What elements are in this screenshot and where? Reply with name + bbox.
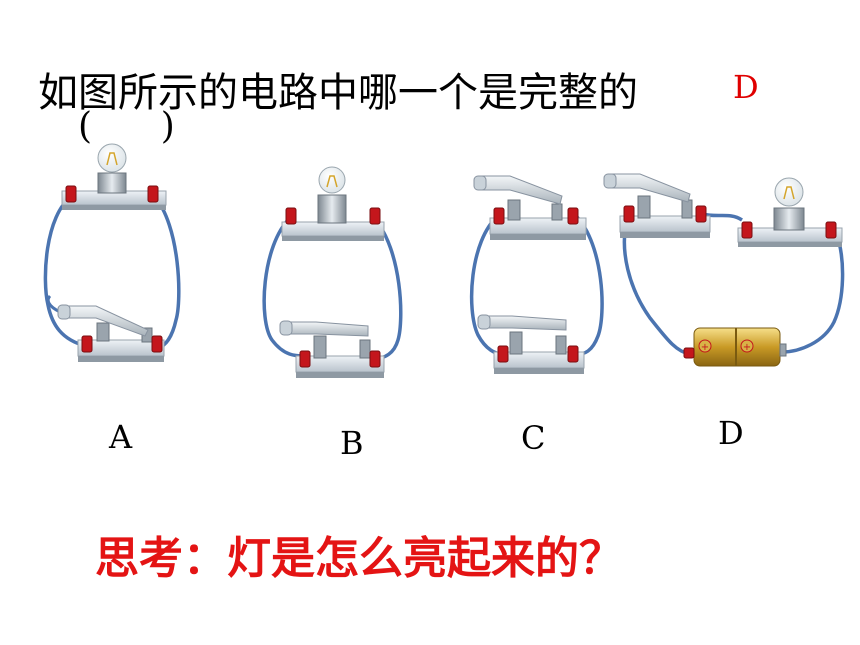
- svg-text:+: +: [743, 342, 751, 353]
- switch-lever: [287, 321, 369, 337]
- bulb-icon: [774, 177, 804, 207]
- wire: [43, 194, 87, 348]
- terminal-icon: [151, 335, 163, 353]
- bulb-icon: [318, 166, 346, 194]
- option-label-a: A: [109, 418, 133, 456]
- terminal-icon: [369, 207, 381, 225]
- question-text: 如图所示的电路中哪一个是完整的: [38, 70, 638, 116]
- option-label-d: D: [718, 414, 744, 452]
- terminal-icon: [369, 350, 381, 368]
- terminal-icon: [285, 207, 297, 225]
- terminal-icon: [623, 205, 635, 223]
- circuit-a: [43, 143, 181, 362]
- option-label-c: C: [521, 419, 546, 457]
- terminal-icon: [567, 207, 579, 225]
- switch-lever: [485, 315, 567, 331]
- lamp-base-plate: [281, 221, 385, 237]
- circuit-d: + +: [603, 173, 845, 367]
- lamp-socket: [773, 207, 805, 231]
- terminal-icon: [825, 221, 837, 239]
- wire: [152, 194, 181, 350]
- wire: [622, 215, 691, 356]
- wire: [781, 231, 845, 354]
- answer-mark: D: [733, 68, 759, 106]
- terminal-icon: [65, 185, 77, 203]
- wire: [46, 294, 61, 314]
- answer-parentheses: ( ): [78, 106, 175, 147]
- terminal-icon: [493, 207, 505, 225]
- switch-lever: [611, 173, 691, 203]
- terminal-icon: [299, 350, 311, 368]
- bulb-icon: [97, 143, 127, 173]
- wire: [372, 216, 403, 360]
- lamp-socket: [317, 194, 347, 224]
- wire: [574, 214, 604, 356]
- terminal-icon: [567, 345, 579, 363]
- terminal-icon: [497, 345, 509, 363]
- circuit-b: [262, 166, 403, 378]
- switch-lever: [481, 175, 563, 205]
- terminal-icon: [147, 185, 159, 203]
- option-label-b: B: [340, 424, 364, 462]
- circuit-c: [469, 175, 604, 374]
- svg-text:+: +: [701, 342, 709, 353]
- thinking-prompt: 思考：灯是怎么亮起来的？: [95, 533, 623, 584]
- lamp-socket: [97, 172, 127, 194]
- terminal-icon: [81, 335, 93, 353]
- terminal-icon: [683, 347, 695, 359]
- wire: [262, 216, 305, 358]
- terminal-icon: [741, 221, 753, 239]
- terminal-icon: [695, 205, 707, 223]
